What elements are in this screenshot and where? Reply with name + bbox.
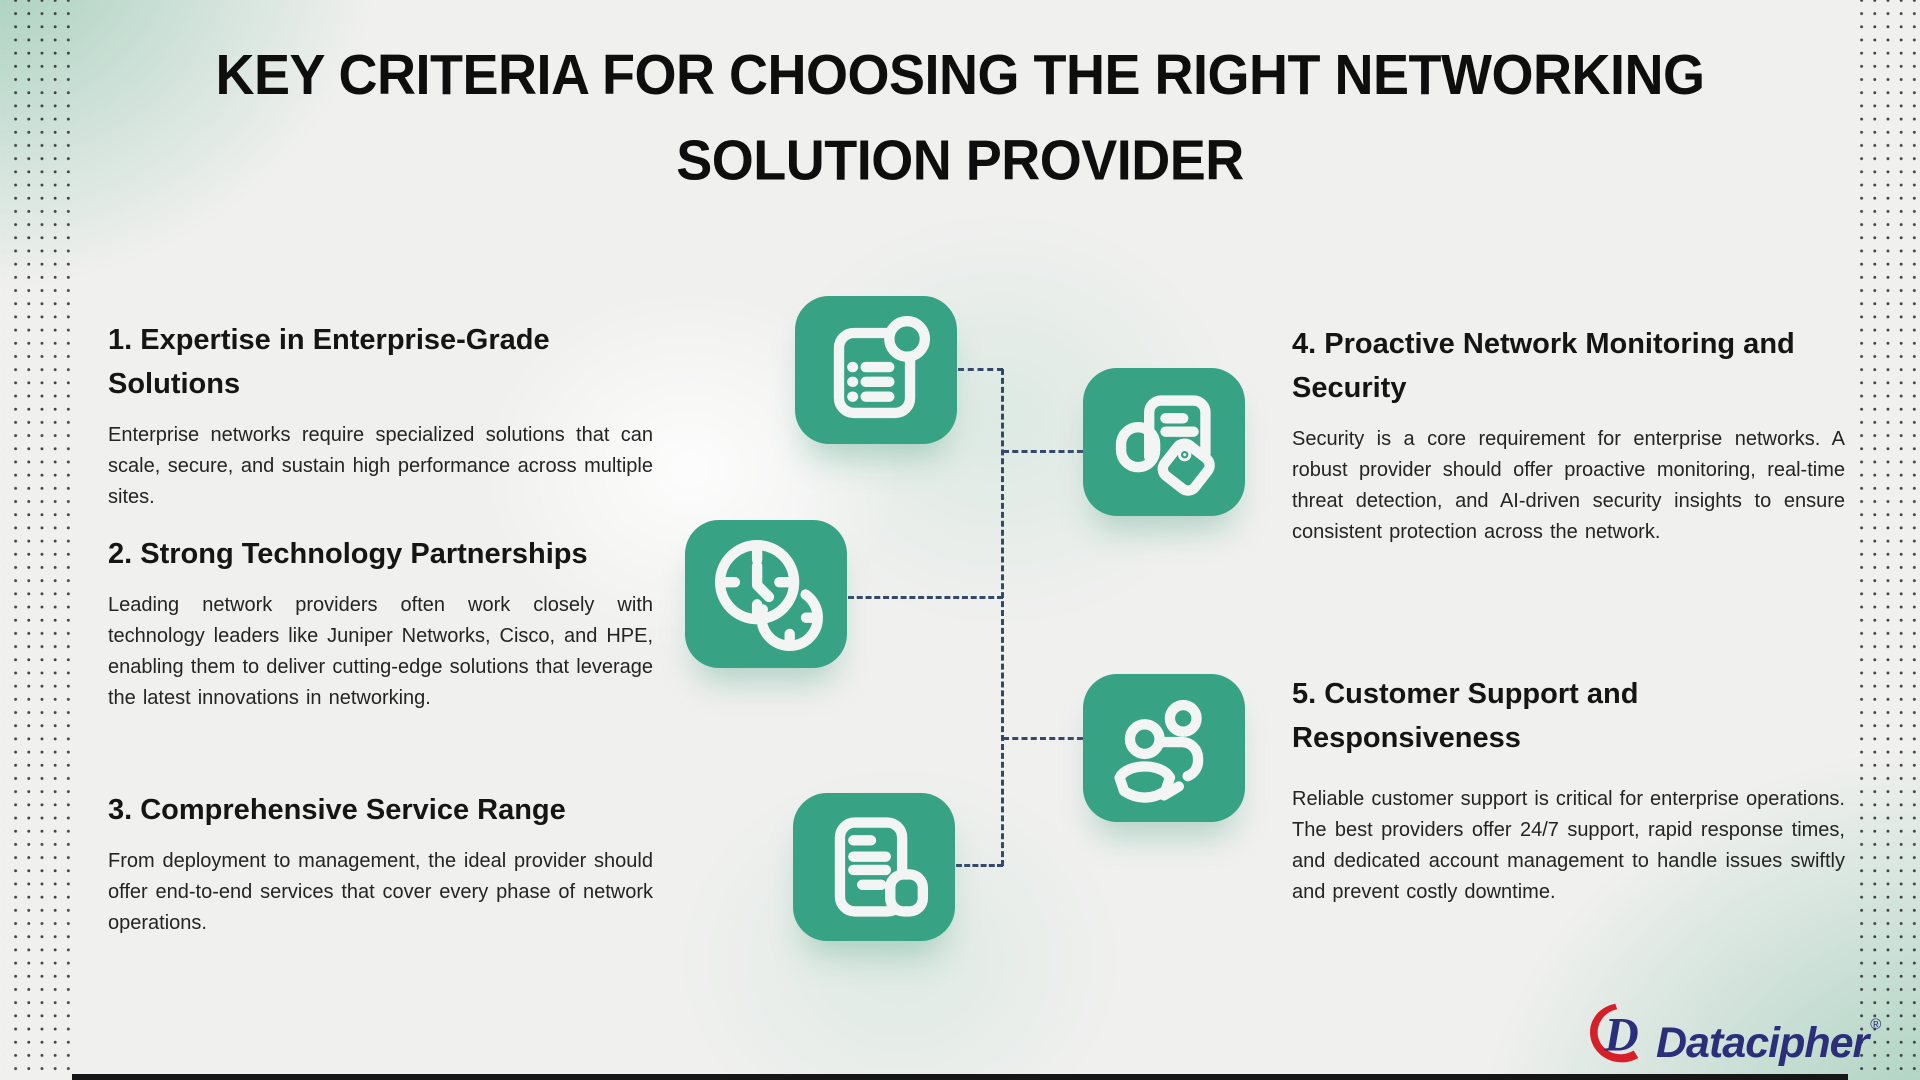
logo-d-letter: D xyxy=(1603,1010,1638,1062)
connector-line-icon1 xyxy=(958,368,1003,371)
datacipher-logo: D Datacipher® xyxy=(1586,992,1881,1076)
section-3: 3. Comprehensive Service Range From depl… xyxy=(108,788,653,939)
dot-pattern-right xyxy=(1850,0,1916,1080)
connector-line-icon2 xyxy=(848,596,1003,599)
section-5-heading: 5. Customer Support and Responsiveness xyxy=(1292,678,1639,754)
section-2-heading: 2. Strong Technology Partnerships xyxy=(108,538,588,570)
people-icon xyxy=(1114,699,1204,803)
section-4: 4. Proactive Network Monitoring and Secu… xyxy=(1292,322,1845,548)
section-1-body: Enterprise networks require specialized … xyxy=(108,424,653,508)
clock-icon xyxy=(714,539,823,651)
section-2: 2. Strong Technology Partnerships Leadin… xyxy=(108,532,653,714)
registered-mark: ® xyxy=(1870,1016,1881,1033)
section-3-heading: 3. Comprehensive Service Range xyxy=(108,794,566,826)
connector-line-icon3 xyxy=(956,864,1003,867)
bottom-edge-bar xyxy=(72,1074,1848,1080)
receipt-icon xyxy=(834,817,929,917)
document-tag-icon xyxy=(1115,395,1215,496)
tile-checklist xyxy=(795,296,957,444)
section-3-body: From deployment to management, the ideal… xyxy=(108,850,653,934)
page-title: KEY CRITERIA FOR CHOOSING THE RIGHT NETW… xyxy=(0,33,1920,204)
logo-wordmark: Datacipher® xyxy=(1656,1016,1881,1067)
datacipher-logo-mark: D xyxy=(1590,1003,1639,1063)
section-4-body: Security is a core requirement for enter… xyxy=(1292,428,1845,543)
checklist-icon xyxy=(833,315,931,419)
dot-pattern-left xyxy=(4,0,70,1080)
connector-line-icon5 xyxy=(1003,737,1083,740)
section-5-body: Reliable customer support is critical fo… xyxy=(1292,788,1845,903)
tile-clock xyxy=(685,520,847,668)
page-title-line1: KEY CRITERIA FOR CHOOSING THE RIGHT NETW… xyxy=(215,44,1705,107)
connector-line-vertical xyxy=(1001,369,1004,866)
page-title-line2: SOLUTION PROVIDER xyxy=(676,129,1244,192)
section-2-body: Leading network providers often work clo… xyxy=(108,594,653,709)
connector-line-icon4 xyxy=(1003,450,1083,453)
section-5: 5. Customer Support and Responsiveness R… xyxy=(1292,672,1845,908)
section-4-heading: 4. Proactive Network Monitoring and Secu… xyxy=(1292,328,1795,404)
tile-people xyxy=(1083,674,1245,822)
tile-document-tag xyxy=(1083,368,1245,516)
section-1-heading: 1. Expertise in Enterprise-Grade Solutio… xyxy=(108,324,550,400)
section-1: 1. Expertise in Enterprise-Grade Solutio… xyxy=(108,318,653,513)
tile-receipt xyxy=(793,793,955,941)
